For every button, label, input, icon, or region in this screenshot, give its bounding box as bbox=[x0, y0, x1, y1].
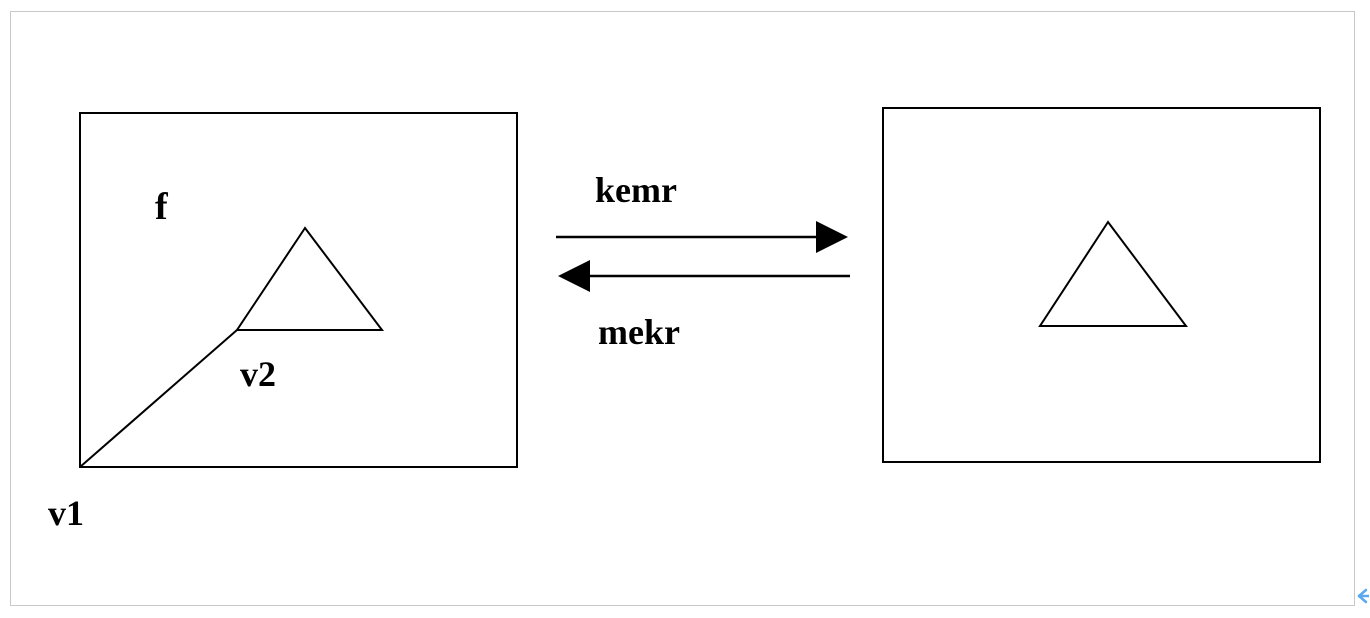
forward-operation-label: kemr bbox=[595, 170, 677, 210]
reverse-operation-label: mekr bbox=[598, 312, 680, 352]
face-label: f bbox=[155, 186, 169, 228]
bridge-edge-v1-v2 bbox=[79, 329, 238, 468]
arrow-left-icon[interactable] bbox=[1355, 584, 1369, 608]
reverse-arrowhead-icon bbox=[558, 260, 590, 292]
vertex-2-label: v2 bbox=[240, 354, 276, 394]
diagram-frame bbox=[10, 11, 1355, 606]
left-inner-triangle bbox=[235, 226, 385, 331]
forward-arrowhead-icon bbox=[816, 221, 848, 253]
vertex-1-label: v1 bbox=[48, 493, 84, 533]
right-inner-triangle bbox=[1038, 220, 1188, 327]
forward-arrow bbox=[556, 221, 848, 253]
left-face-rectangle bbox=[79, 112, 518, 468]
reverse-arrow bbox=[558, 260, 850, 292]
right-face-rectangle bbox=[882, 107, 1321, 463]
